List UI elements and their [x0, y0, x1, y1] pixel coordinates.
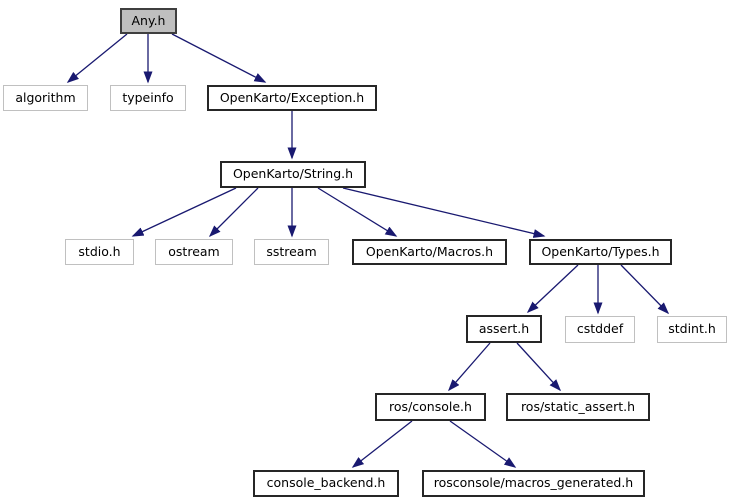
node-console[interactable]: ros/console.h: [375, 393, 486, 421]
node-label-macros: OpenKarto/Macros.h: [365, 243, 494, 259]
node-label-algorithm: algorithm: [15, 89, 76, 105]
node-label-ostream: ostream: [168, 243, 220, 259]
node-label-assert: assert.h: [478, 320, 530, 336]
node-label-typeinfo: typeinfo: [122, 89, 174, 105]
node-label-sstream: sstream: [266, 243, 317, 259]
node-label-console_backend: console_backend.h: [266, 475, 386, 491]
node-label-macros_generated: rosconsole/macros_generated.h: [433, 475, 634, 491]
node-label-any: Any.h: [131, 12, 166, 28]
edge-assert-to-console: [448, 342, 491, 392]
node-label-types: OpenKarto/Types.h: [541, 243, 660, 259]
node-ostream: ostream: [155, 239, 233, 265]
edge-assert-to-static_assert: [516, 342, 562, 392]
edge-string-to-ostream: [208, 187, 259, 238]
node-stdio: stdio.h: [65, 239, 134, 265]
node-exception[interactable]: OpenKarto/Exception.h: [207, 85, 377, 111]
node-types[interactable]: OpenKarto/Types.h: [529, 239, 672, 265]
node-label-static_assert: ros/static_assert.h: [520, 398, 636, 414]
node-label-stdio: stdio.h: [78, 243, 121, 259]
node-assert[interactable]: assert.h: [466, 315, 542, 343]
edge-any-to-exception: [171, 33, 267, 83]
node-stdint: stdint.h: [657, 316, 727, 343]
node-label-cstddef: cstddef: [576, 321, 624, 337]
edge-string-to-types: [342, 187, 546, 238]
node-algorithm: algorithm: [3, 85, 88, 111]
edge-types-to-stdint: [620, 264, 670, 315]
node-label-console: ros/console.h: [389, 398, 472, 414]
node-any: Any.h: [120, 8, 177, 34]
edge-string-to-macros: [317, 187, 398, 237]
edge-any-to-algorithm: [66, 33, 128, 83]
edge-types-to-assert: [526, 264, 579, 314]
node-cstddef: cstddef: [565, 316, 635, 343]
node-typeinfo: typeinfo: [110, 85, 186, 111]
edge-string-to-stdio: [131, 187, 237, 237]
node-label-string: OpenKarto/String.h: [232, 166, 354, 182]
edge-console-to-macros_generated: [449, 420, 517, 468]
edge-console-to-console_backend: [351, 420, 413, 468]
node-macros_generated[interactable]: rosconsole/macros_generated.h: [422, 470, 645, 497]
node-label-exception: OpenKarto/Exception.h: [219, 89, 365, 105]
node-macros[interactable]: OpenKarto/Macros.h: [352, 239, 507, 265]
node-label-stdint: stdint.h: [668, 321, 716, 337]
node-sstream: sstream: [254, 239, 329, 265]
node-string[interactable]: OpenKarto/String.h: [220, 161, 366, 188]
node-console_backend[interactable]: console_backend.h: [253, 470, 399, 497]
node-static_assert[interactable]: ros/static_assert.h: [506, 393, 650, 421]
